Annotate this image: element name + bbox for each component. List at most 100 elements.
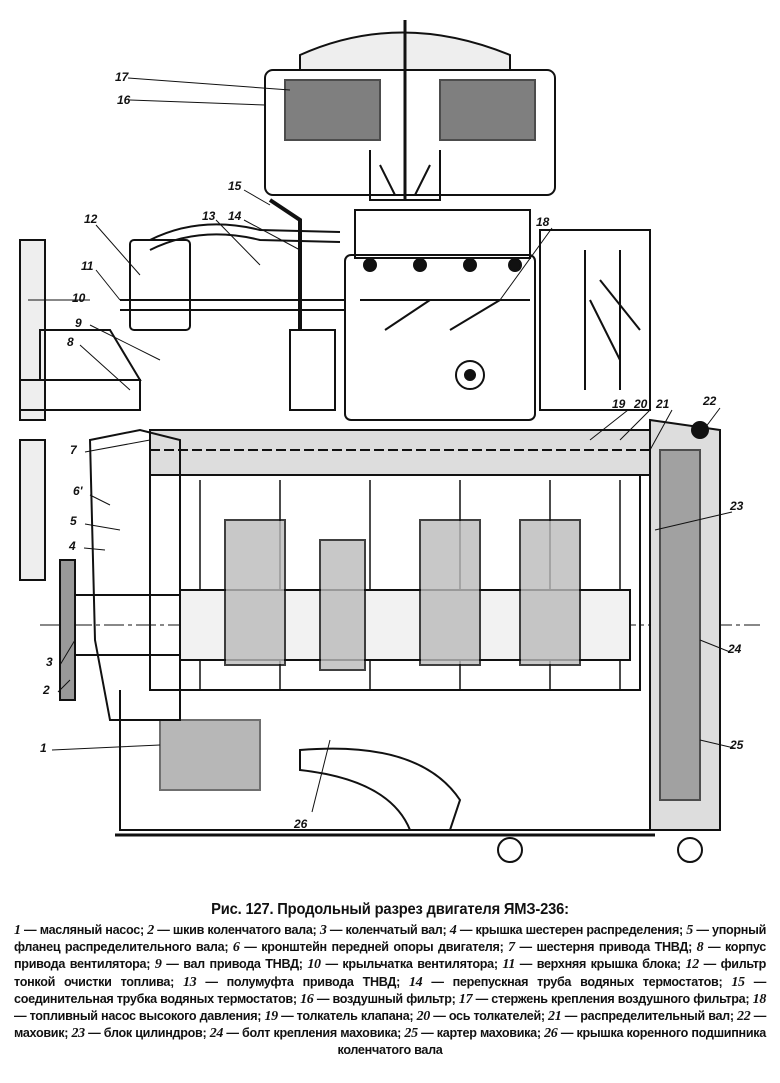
legend-text: коленчатый вал bbox=[345, 923, 443, 937]
legend-number: 21 bbox=[548, 1009, 562, 1025]
legend-number: 15 bbox=[731, 974, 745, 990]
callout-10: 10 bbox=[72, 291, 86, 305]
legend-item: 21 — распределительный вал; bbox=[548, 1009, 738, 1025]
callout-3: 3 bbox=[46, 655, 53, 669]
legend-text: крышка шестерен распределения bbox=[475, 923, 680, 937]
legend-number: 24 bbox=[209, 1026, 224, 1042]
legend-item: 9 — вал привода ТНВД; bbox=[154, 957, 308, 973]
legend-text: распределительный вал bbox=[580, 1009, 730, 1024]
callout-18: 18 bbox=[536, 215, 550, 229]
legend-item: 20 — ось толкателей; bbox=[416, 1009, 549, 1025]
legend-item: 22 — маховик; bbox=[14, 1009, 767, 1041]
legend-item: 1 — масляный насос; bbox=[14, 923, 148, 938]
legend-item: 4 — крышка шестерен распределения; bbox=[449, 923, 687, 938]
legend-number: 22 bbox=[737, 1009, 751, 1025]
legend-text: болт крепления маховика bbox=[242, 1026, 398, 1041]
callout-16: 16 bbox=[117, 93, 131, 107]
legend-text: вал привода ТНВД bbox=[183, 957, 299, 972]
callout-26: 26 bbox=[294, 817, 308, 831]
callout-7: 7 bbox=[70, 443, 77, 457]
legend-number: 18 bbox=[752, 991, 767, 1007]
legend-number: 4 bbox=[449, 923, 457, 938]
legend-text: верхняя крышка блока bbox=[536, 957, 678, 972]
legend-text: толкатель клапана bbox=[296, 1009, 410, 1024]
legend-text: воздушный фильтр bbox=[332, 991, 452, 1006]
air-filter bbox=[264, 20, 556, 201]
legend-number: 9 bbox=[154, 957, 162, 973]
legend-item: 7 — шестерня привода ТНВД; bbox=[508, 940, 697, 956]
legend-text: картер маховика bbox=[436, 1026, 537, 1041]
legend-item: 10 — крыльчатка вентилятора; bbox=[307, 957, 503, 973]
fuel-pipe bbox=[149, 223, 341, 241]
legend-number: 25 bbox=[404, 1026, 418, 1042]
legend-number: 16 bbox=[300, 991, 314, 1007]
callout-20: 20 bbox=[634, 397, 648, 411]
legend-number: 20 bbox=[416, 1009, 431, 1025]
callout-17: 17 bbox=[115, 70, 129, 84]
figure-caption-title: Рис. 127. Продольный разрез двигателя ЯМ… bbox=[211, 901, 569, 918]
callout-23: 23 bbox=[730, 499, 744, 513]
legend-text: полумуфта привода ТНВД bbox=[226, 974, 397, 989]
legend-number: 13 bbox=[182, 974, 197, 990]
callout-25: 25 bbox=[730, 738, 744, 752]
legend-text: кронштейн передней опоры двигателя bbox=[261, 940, 500, 955]
legend-text: корпус привода вентилятора bbox=[14, 940, 766, 972]
callout-4: 4 bbox=[69, 539, 76, 553]
callout-2: 2 bbox=[43, 683, 50, 697]
callout-19: 19 bbox=[612, 397, 626, 411]
callout-15: 15 bbox=[228, 179, 242, 193]
legend-text: упорный фланец распределительного вала bbox=[14, 923, 767, 955]
legend-text: крыльчатка вентилятора bbox=[342, 957, 494, 972]
legend-item: 13 — полумуфта привода ТНВД; bbox=[182, 974, 409, 990]
legend-item: 8 — корпус привода вентилятора; bbox=[14, 940, 766, 972]
legend-text: ось толкателей bbox=[448, 1009, 541, 1024]
legend-text: перепускная труба водяных термостатов bbox=[452, 974, 719, 989]
engine-cross-section-drawing bbox=[19, 20, 760, 863]
legend-number: 3 bbox=[319, 923, 327, 938]
legend-item: 3 — коленчатый вал; bbox=[319, 923, 450, 938]
fuel-filter bbox=[129, 239, 191, 331]
callout-5: 5 bbox=[70, 514, 77, 528]
legend-text: шестерня привода ТНВД bbox=[536, 940, 689, 955]
legend-item: 16 — воздушный фильтр; bbox=[300, 991, 459, 1007]
callout-22: 22 bbox=[703, 394, 717, 408]
legend-item: 15 — соединительная трубка водяных термо… bbox=[14, 974, 767, 1006]
callout-14: 14 bbox=[228, 209, 242, 223]
legend-item: 5 — упорный фланец распределительного ва… bbox=[14, 923, 767, 955]
legend-number: 6 bbox=[232, 940, 240, 956]
legend-number: 10 bbox=[307, 957, 321, 973]
callout-11: 11 bbox=[81, 259, 94, 273]
legend-number: 1 bbox=[14, 923, 21, 938]
legend-item: 14 — перепускная труба водяных термостат… bbox=[408, 974, 732, 990]
legend-text: стержень крепления воздушного фильтра bbox=[491, 991, 746, 1006]
legend-item: 12 — фильтр тонкой очистки топлива; bbox=[14, 957, 767, 989]
legend-number: 14 bbox=[408, 974, 423, 990]
legend-number: 11 bbox=[502, 957, 516, 973]
oil-pan bbox=[115, 690, 703, 863]
fan bbox=[19, 239, 142, 581]
legend-item: 24 — болт крепления маховика; bbox=[209, 1026, 405, 1042]
legend-number: 23 bbox=[71, 1026, 85, 1042]
legend-number: 2 bbox=[147, 923, 154, 938]
legend-item: 6 — кронштейн передней опоры двигателя; bbox=[232, 940, 509, 956]
legend-number: 5 bbox=[686, 923, 693, 938]
legend-item: 19 — толкатель клапана; bbox=[264, 1009, 417, 1025]
figure-legend: 1 — масляный насос; 2 — шкив коленчатого… bbox=[14, 922, 766, 1060]
legend-number: 12 bbox=[685, 957, 700, 973]
legend-item: 11 — верхняя крышка блока; bbox=[502, 957, 686, 973]
callout-24: 24 bbox=[728, 642, 742, 656]
callout-9: 9 bbox=[75, 316, 82, 330]
legend-text: топливный насос высокого давления bbox=[29, 1009, 258, 1024]
legend-number: 7 bbox=[508, 940, 515, 956]
legend-item: 23 — блок цилиндров; bbox=[71, 1026, 210, 1042]
legend-item: 2 — шкив коленчатого вала; bbox=[147, 923, 320, 938]
legend-text: масляный насос bbox=[39, 923, 141, 937]
legend-text: фильтр тонкой очистки топлива bbox=[14, 957, 767, 989]
legend-number: 8 bbox=[696, 940, 704, 956]
crankshaft bbox=[40, 519, 760, 671]
legend-item: 25 — картер маховика; bbox=[404, 1026, 545, 1042]
legend-text: блок цилиндров bbox=[103, 1026, 203, 1041]
flywheel bbox=[649, 418, 721, 831]
callout-21: 21 bbox=[656, 397, 670, 411]
legend-number: 19 bbox=[264, 1009, 278, 1025]
